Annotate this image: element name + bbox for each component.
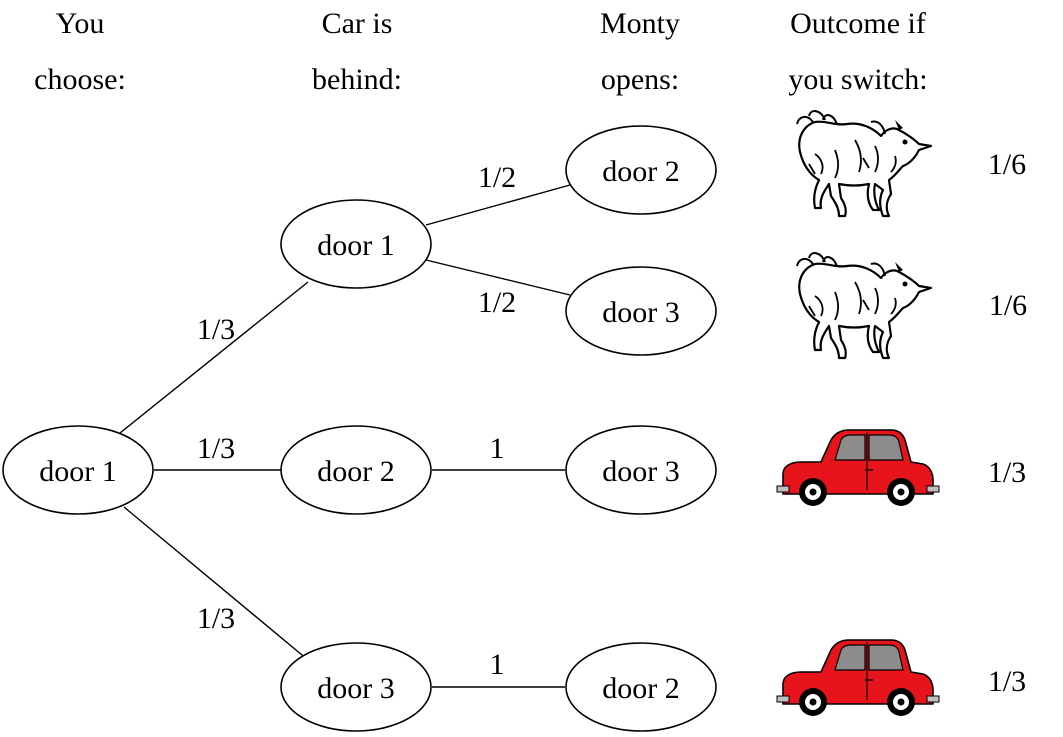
car-icon: [776, 429, 940, 507]
outcome-prob-1: 1/6: [988, 148, 1026, 181]
node-monty-a-label: door 2: [602, 155, 680, 188]
header-monty-opens-line1: Monty: [600, 7, 680, 40]
header-outcome-line1: Outcome if: [790, 7, 926, 40]
header-you-choose-line2: choose:: [34, 63, 126, 96]
node-monty-c-label: door 3: [602, 455, 680, 488]
node-monty-d-label: door 2: [602, 672, 680, 705]
prob-car1-monty2: 1/2: [478, 161, 516, 194]
node-monty-door2-a: door 2: [565, 125, 717, 215]
header-car-behind-line1: Car is: [322, 7, 393, 40]
node-car-door1-label: door 1: [317, 229, 395, 262]
node-monty-door3-b: door 3: [565, 425, 717, 515]
prob-car1-monty3: 1/2: [478, 286, 516, 319]
node-car-door2: door 2: [280, 425, 432, 515]
car-icon: [776, 639, 940, 717]
node-root-label: door 1: [39, 455, 117, 488]
header-monty-opens-line2: opens:: [601, 63, 679, 96]
node-car-door3: door 3: [280, 642, 432, 732]
header-outcome-line2: you switch:: [788, 63, 927, 96]
node-car-door1: door 1: [280, 199, 432, 289]
node-monty-door3-a: door 3: [565, 266, 717, 356]
header-car-behind-line2: behind:: [312, 63, 402, 96]
prob-root-car3: 1/3: [197, 602, 235, 635]
goat-icon: [795, 109, 933, 218]
node-car-door2-label: door 2: [317, 455, 395, 488]
edge-car1-to-monty-door2: [425, 184, 571, 226]
node-root-door1: door 1: [2, 425, 154, 515]
edge-car1-to-monty-door3: [425, 259, 571, 296]
prob-car3-monty2: 1: [490, 648, 505, 681]
node-monty-door2-b: door 2: [565, 642, 717, 732]
prob-car2-monty3: 1: [490, 432, 505, 465]
outcome-prob-4: 1/3: [988, 665, 1026, 698]
outcome-prob-2: 1/6: [989, 289, 1027, 322]
prob-root-car1: 1/3: [197, 313, 235, 346]
outcome-prob-3: 1/3: [988, 456, 1026, 489]
edge-root-to-car-door1: [119, 281, 309, 434]
node-car-door3-label: door 3: [317, 672, 395, 705]
prob-root-car2: 1/3: [197, 432, 235, 465]
node-monty-b-label: door 3: [602, 296, 680, 329]
edge-root-to-car-door3: [123, 506, 309, 661]
goat-icon: [795, 251, 933, 360]
header-you-choose-line1: You: [56, 7, 105, 40]
